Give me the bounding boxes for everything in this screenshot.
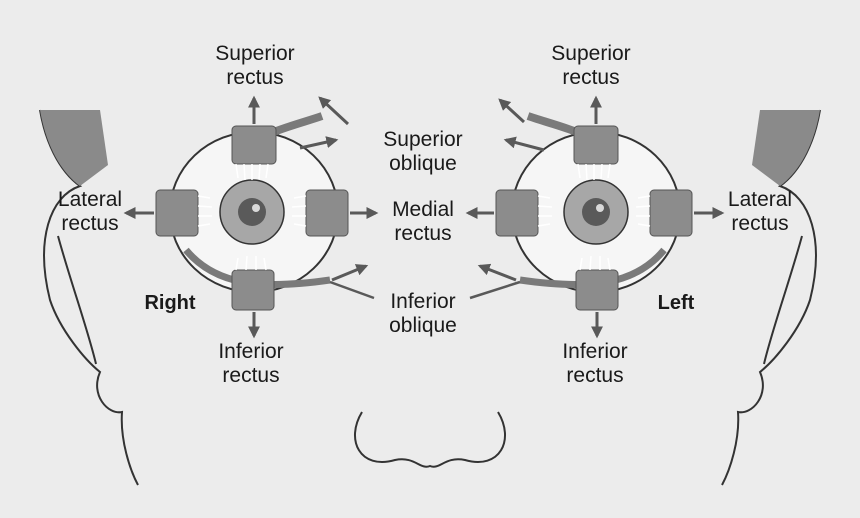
arrow-left-superior-oblique-b	[503, 136, 545, 152]
label-right-superior-rectus: Superior rectus	[215, 42, 295, 89]
left-lateral-rectus-muscle	[649, 189, 693, 237]
arrow-right-inferior-oblique	[331, 264, 369, 282]
right-eye	[155, 112, 349, 311]
pointer-left-inferior-oblique	[469, 280, 521, 300]
left-inferior-rectus-muscle	[575, 269, 619, 311]
label-left-lateral-rectus: Lateral rectus	[727, 188, 793, 235]
nose-outline	[353, 411, 507, 468]
left-superior-rectus-muscle	[573, 125, 619, 165]
arrow-right-superior-oblique-a	[318, 96, 350, 126]
label-right-inferior-rectus: Inferior rectus	[218, 340, 284, 387]
arrow-left-superior-oblique-a	[498, 98, 526, 124]
right-pupil	[238, 198, 266, 226]
label-inferior-oblique: Inferior oblique	[389, 290, 457, 337]
right-medial-rectus-muscle	[305, 189, 349, 237]
left-eye	[495, 112, 693, 311]
left-ear-shading	[752, 110, 820, 186]
right-tendon-fibers	[197, 163, 307, 271]
label-side-right: Right	[144, 292, 196, 314]
left-pupil	[582, 198, 610, 226]
arrow-left-inferior-oblique	[477, 263, 517, 282]
left-medial-rectus-muscle	[495, 189, 539, 237]
arrow-right-superior-oblique-b	[299, 136, 339, 150]
left-pupil-highlight	[596, 204, 604, 212]
left-tendon-fibers	[537, 163, 651, 271]
label-right-lateral-rectus: Lateral rectus	[57, 188, 123, 235]
right-lateral-rectus-muscle	[155, 189, 199, 237]
right-pupil-highlight	[252, 204, 260, 212]
pointer-right-inferior-oblique	[329, 280, 375, 300]
label-medial-rectus: Medial rectus	[392, 198, 454, 245]
label-side-left: Left	[657, 292, 695, 314]
label-superior-oblique: Superior oblique	[383, 128, 463, 175]
right-superior-rectus-muscle	[231, 125, 277, 165]
right-ear-shading	[40, 110, 108, 186]
label-left-inferior-rectus: Inferior rectus	[562, 340, 628, 387]
right-ear-inner	[57, 235, 97, 365]
inferior-oblique-pointer-lines	[329, 280, 521, 300]
label-left-superior-rectus: Superior rectus	[551, 42, 631, 89]
right-inferior-rectus-muscle	[231, 269, 275, 311]
left-ear-inner	[763, 235, 803, 365]
action-arrows	[123, 95, 725, 339]
